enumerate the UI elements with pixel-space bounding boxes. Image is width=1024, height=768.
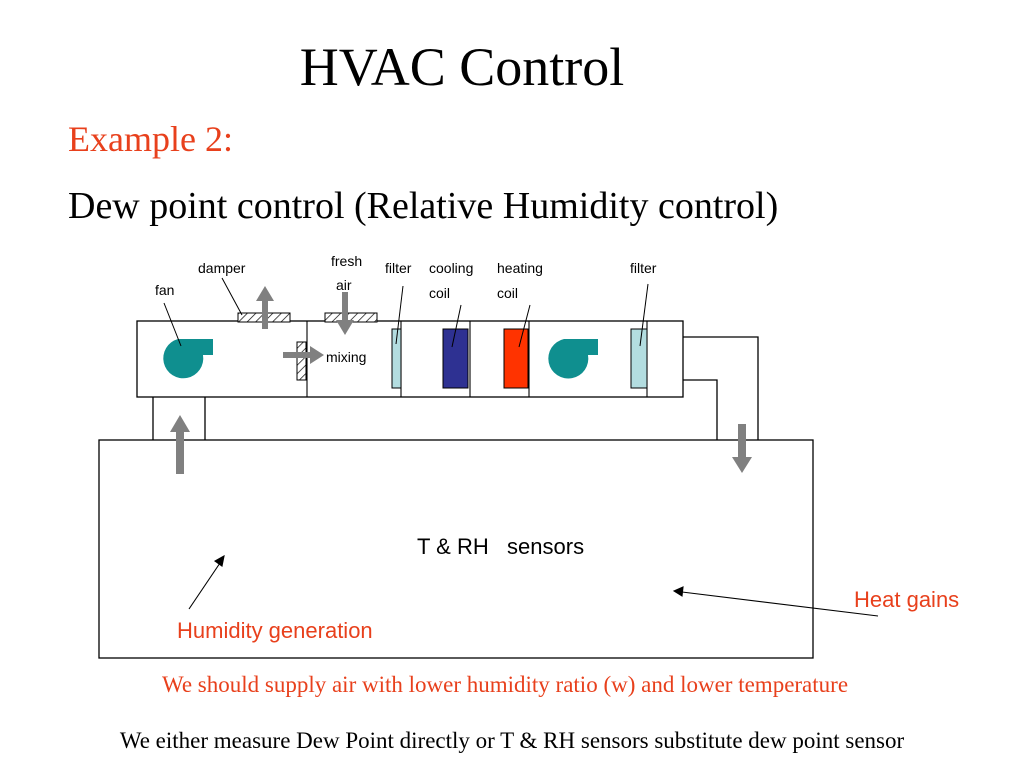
fan-icon: [163, 339, 213, 379]
return-duct: [152, 397, 206, 440]
humidity-arrow: [188, 562, 221, 610]
leader-line-damper: [221, 277, 243, 316]
heating-coil: [503, 328, 529, 389]
ahu-duct: [136, 320, 684, 398]
leader-line-fan: [163, 302, 182, 347]
cooling-coil-label: coil: [429, 285, 450, 301]
leader-line-filter: [395, 285, 404, 345]
heat-gains-arrow: [681, 591, 879, 617]
mixing-label: mixing: [326, 349, 366, 365]
fresh-air-label: air: [336, 277, 352, 293]
arrow-right-icon: [283, 346, 324, 364]
filter-right: [630, 328, 648, 389]
filter-label: filter: [385, 260, 412, 276]
leader-line-filter: [639, 283, 649, 347]
arrow-up-icon: [256, 286, 274, 329]
room-box: [98, 439, 814, 659]
arrow-down-icon: [732, 424, 752, 473]
humidity-generation-label: Humidity generation: [177, 618, 373, 643]
heat-gains-arrow-head: [672, 586, 684, 597]
humidity-arrow-head: [213, 554, 225, 567]
leader-line-cooling: [451, 304, 462, 348]
fan-label: fan: [155, 282, 174, 298]
heating-coil-label: heating: [497, 260, 543, 276]
sensors-label: T & RH sensors: [417, 534, 584, 559]
filter-label: filter: [630, 260, 657, 276]
supply-air-note: We should supply air with lower humidity…: [161, 672, 849, 697]
damper-label: damper: [198, 260, 246, 276]
fan-icon: [548, 339, 598, 379]
section-heading: Dew point control (Relative Humidity con…: [68, 185, 779, 227]
page-title: HVAC Control: [299, 37, 625, 97]
filter-left: [391, 328, 402, 389]
measurement-note: We either measure Dew Point directly or …: [119, 728, 905, 753]
cooling-coil: [442, 328, 469, 389]
fresh-air-label: fresh: [331, 253, 362, 269]
mixing-damper: [296, 341, 307, 381]
heating-coil-label: coil: [497, 285, 518, 301]
heat-gains-label: Heat gains: [854, 587, 959, 612]
arrow-up-icon: [170, 415, 190, 474]
leader-line-heating: [518, 304, 531, 348]
supply-duct: [683, 336, 759, 440]
arrow-down-icon: [336, 292, 354, 335]
example-subtitle: Example 2:: [68, 119, 233, 159]
cooling-coil-label: cooling: [429, 260, 473, 276]
